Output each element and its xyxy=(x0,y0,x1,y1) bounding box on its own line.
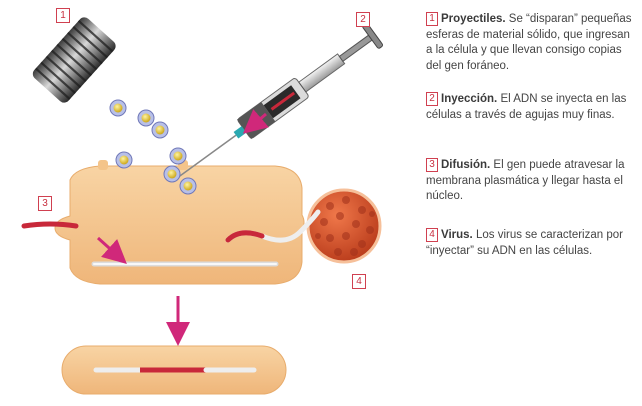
legend-text: El gen puede atravesar la membrana plasm… xyxy=(426,159,625,202)
legend-term: Proyectiles. xyxy=(441,13,506,25)
virus xyxy=(225,188,382,264)
marker-3: 3 xyxy=(38,196,52,211)
legend-text: Se “disparan” pequeñas esferas de materi… xyxy=(426,13,632,72)
diffusion-dna xyxy=(21,221,127,265)
projectiles xyxy=(109,99,197,195)
legend-number: 3 xyxy=(426,158,438,172)
legend-term: Difusión. xyxy=(441,159,491,171)
legend-term: Inyección. xyxy=(441,93,498,105)
legend-number: 2 xyxy=(426,92,438,106)
marker-2: 2 xyxy=(356,12,370,27)
injection-arrow xyxy=(242,109,269,134)
legend-number: 4 xyxy=(426,228,438,242)
legend-text: El ADN se inyecta en las células a travé… xyxy=(426,93,627,121)
syringe-icon xyxy=(175,23,384,180)
cell-lower xyxy=(61,345,287,395)
legend-text: Los virus se caracterizan por “inyectar”… xyxy=(426,229,623,257)
spring-icon xyxy=(32,17,116,103)
marker-4: 4 xyxy=(352,274,366,289)
legend-term: Virus. xyxy=(441,229,473,241)
legend-number: 1 xyxy=(426,12,438,26)
marker-1: 1 xyxy=(56,8,70,23)
